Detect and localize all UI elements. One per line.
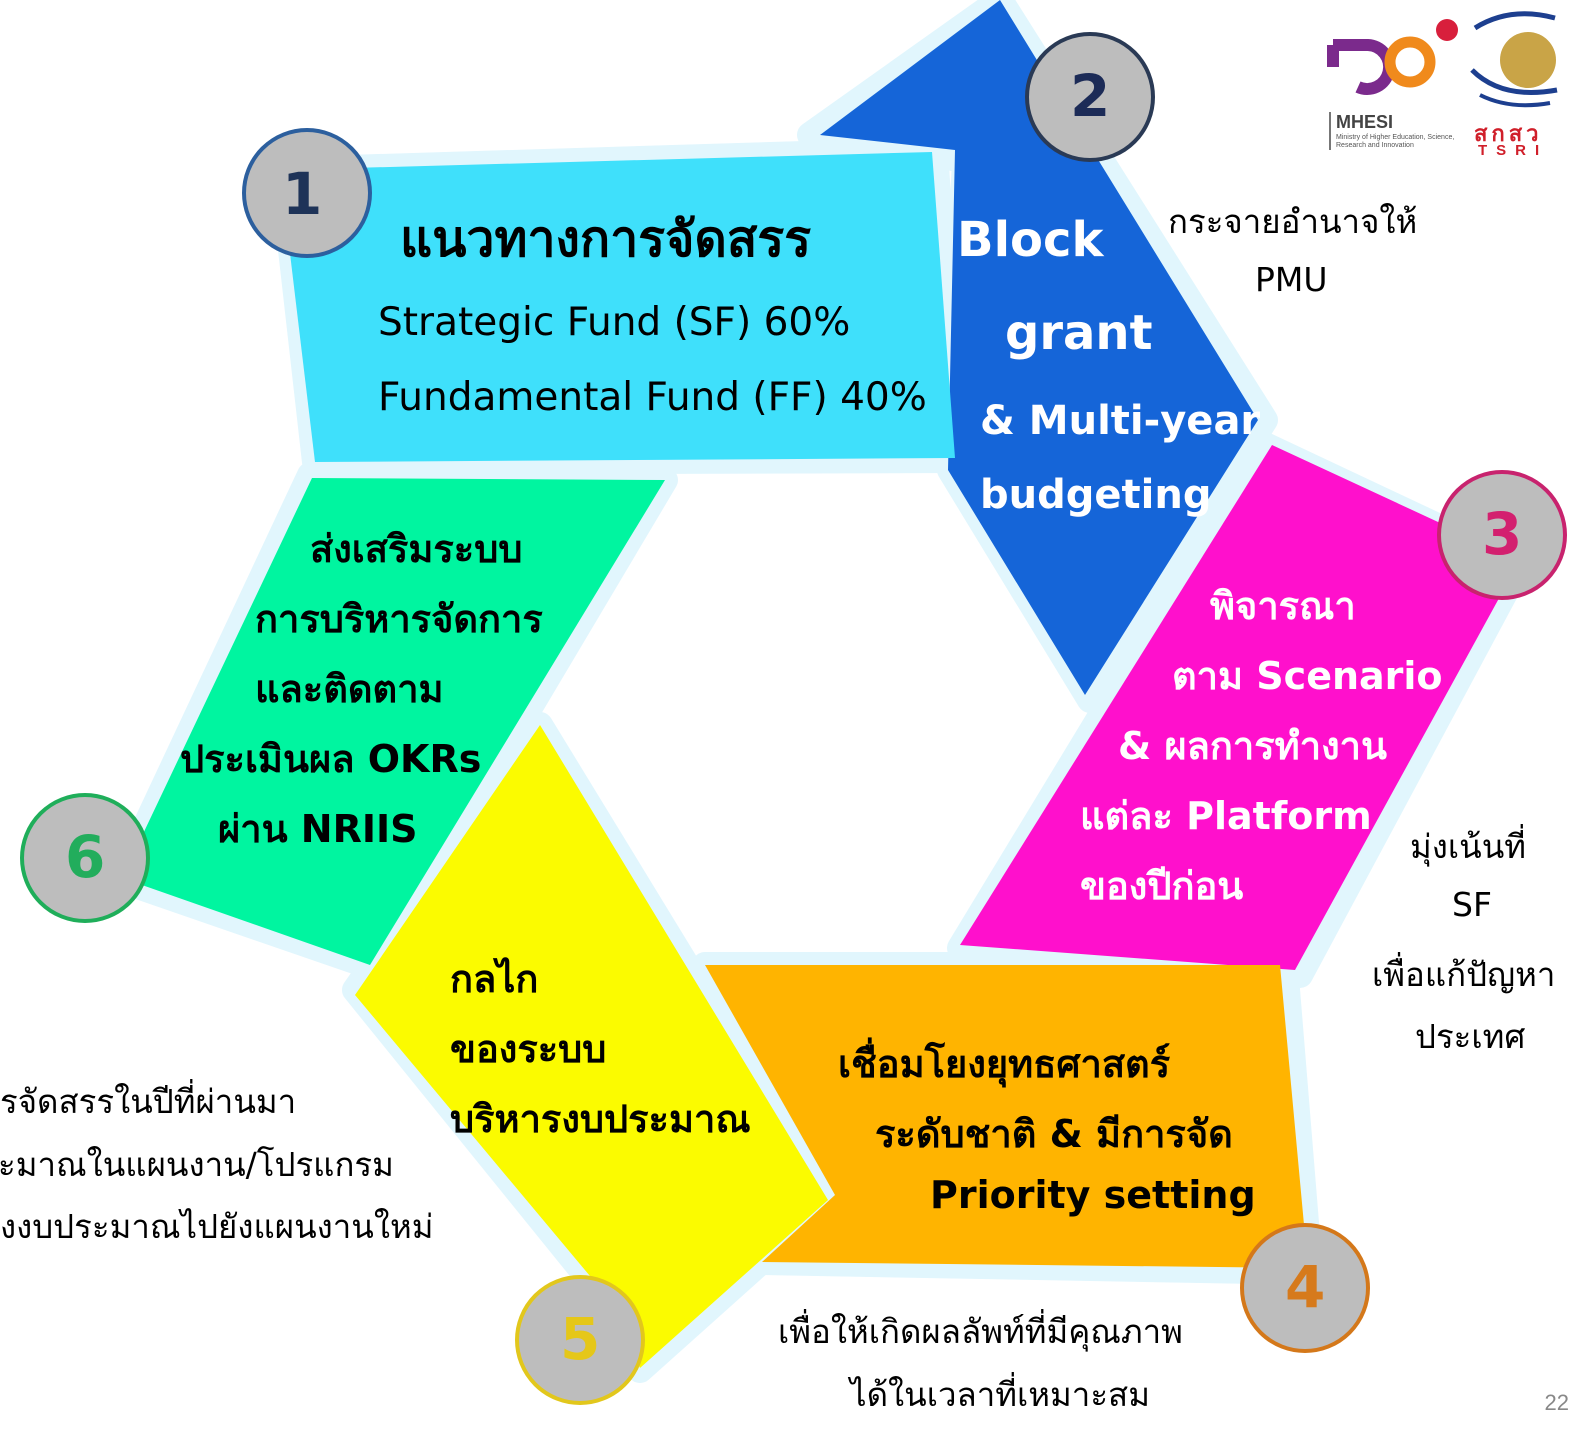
step-6-shape — [122, 478, 665, 965]
step-4-line-3: Priority setting — [930, 1173, 1256, 1217]
step-3-line-3: & ผลการทำงาน — [1118, 724, 1387, 768]
tsri-logo-icon — [1470, 11, 1558, 108]
step-1-number: 1 — [282, 160, 323, 228]
mhesi-logo-subtext: Ministry of Higher Education, Science, R… — [1336, 134, 1455, 149]
step-1-circle — [242, 128, 372, 258]
note-5-line-2: ะมาณในแผนงาน/โปรแกรม — [0, 1145, 394, 1184]
step-2-shape — [820, 0, 1258, 695]
tsri-thai-text: สกสว — [1474, 122, 1543, 147]
step-2-number: 2 — [1070, 62, 1111, 130]
page-number: 22 — [1544, 1390, 1569, 1415]
note-2-line-2: PMU — [1255, 260, 1328, 299]
step-3-line-4: แต่ละ Platform — [1080, 794, 1372, 838]
note-3-line-2: SF — [1452, 885, 1492, 924]
step-4-shape — [705, 965, 1308, 1268]
note-5-line-1: รจัดสรรในปีที่ผ่านมา — [0, 1082, 297, 1121]
step-3-number: 3 — [1482, 500, 1523, 568]
step-3-line-1: พิจารณา — [1210, 584, 1356, 628]
step-4-number: 4 — [1285, 1253, 1326, 1321]
note-3-line-3: เพื่อแก้ปัญหา — [1372, 955, 1556, 994]
note-3-line-1: มุ่งเน้นที่ — [1410, 827, 1527, 866]
step-2-line-3: & Multi-year — [980, 398, 1261, 444]
note-4-line-1: เพื่อให้เกิดผลลัพท์ที่มีคุณภาพ — [778, 1312, 1183, 1351]
step-2-circle — [1025, 32, 1155, 162]
step-1-shape — [280, 152, 955, 462]
step-5-shape — [355, 725, 828, 1368]
step-3-shape — [960, 445, 1520, 970]
step-6-line-4: ประเมินผล OKRs — [180, 737, 482, 781]
step-5-line-3: บริหารงบประมาณ — [450, 1097, 751, 1141]
step-3-line-5: ของปีก่อน — [1080, 864, 1244, 908]
step-4-line-2: ระดับชาติ & มีการจัด — [875, 1112, 1233, 1156]
step-1-line-2: Strategic Fund (SF) 60% — [378, 300, 851, 345]
step-4-circle — [1240, 1223, 1370, 1353]
step-6-line-1: ส่งเสริมระบบ — [310, 527, 523, 571]
step-2-line-4: budgeting — [980, 472, 1212, 518]
step-5-circle — [515, 1275, 645, 1405]
step-6-line-5: ผ่าน NRIIS — [218, 807, 418, 851]
step-1-line-3: Fundamental Fund (FF) 40% — [378, 375, 927, 420]
step-5-line-2: ของระบบ — [450, 1027, 607, 1071]
mhesi-logo-icon — [1327, 19, 1458, 150]
step-3-line-2: ตาม Scenario — [1172, 654, 1443, 698]
step-1-title: แนวทางการจัดสรร — [400, 210, 812, 268]
tsri-text: TSRI — [1478, 142, 1549, 159]
step-6-line-3: และติดตาม — [255, 667, 444, 711]
step-6-line-2: การบริหารจัดการ — [255, 597, 543, 641]
step-5-number: 5 — [560, 1305, 601, 1373]
mhesi-logo-text: MHESI — [1336, 112, 1394, 132]
step-5-line-1: กลไก — [450, 957, 539, 1001]
step-2-line-1: Block — [957, 212, 1104, 268]
step-6-number: 6 — [65, 823, 106, 891]
note-4-line-2: ได้ในเวลาที่เหมาะสม — [850, 1375, 1150, 1414]
step-4-line-1: เชื่อมโยงยุทธศาสตร์ — [838, 1042, 1171, 1086]
note-3-line-4: ประเทศ — [1415, 1017, 1526, 1056]
step-3-circle — [1437, 470, 1567, 600]
note-5-line-3: งงบประมาณไปยังแผนงานใหม่ — [0, 1207, 434, 1246]
step-6-circle — [20, 793, 150, 923]
note-2-line-1: กระจายอำนาจให้ — [1168, 202, 1418, 241]
step-2-line-2: grant — [1005, 305, 1153, 361]
